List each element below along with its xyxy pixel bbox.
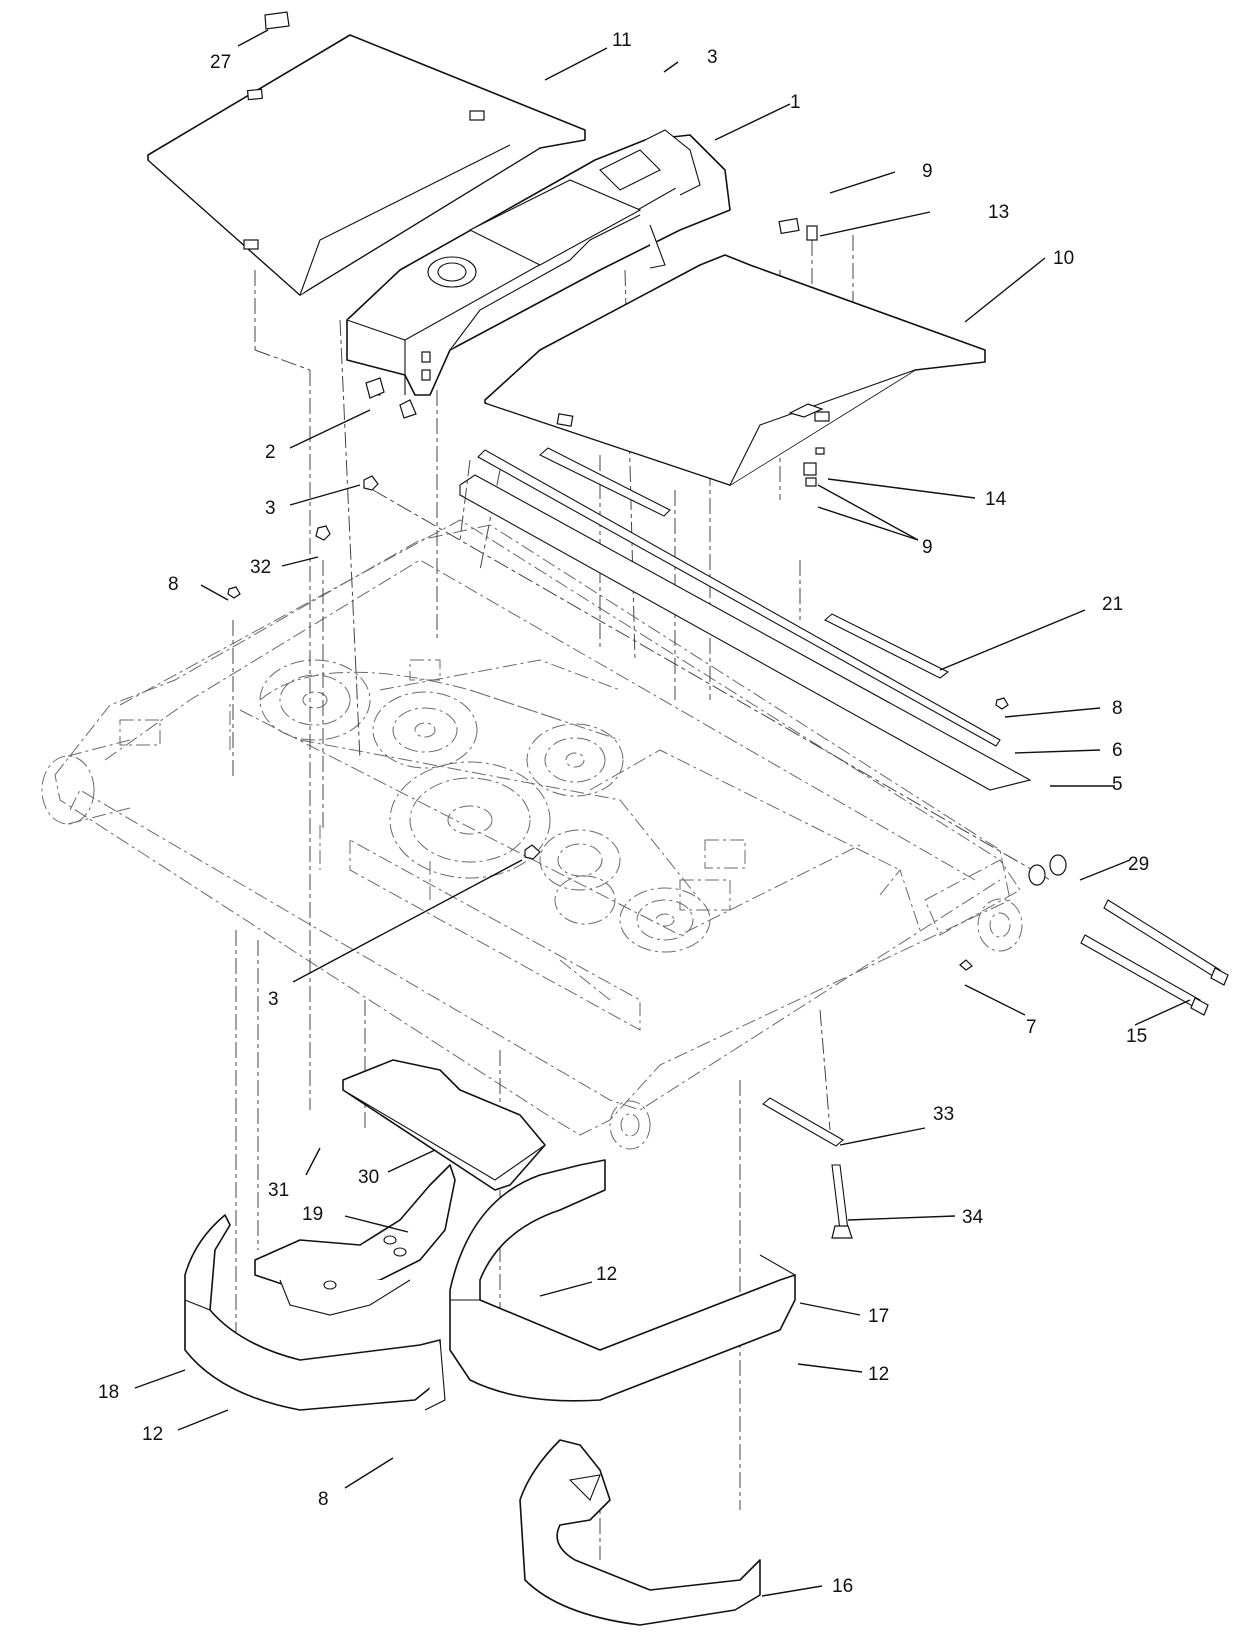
- callout-5: 5: [1112, 774, 1123, 795]
- callout-21: 21: [1102, 594, 1123, 615]
- right-belt-shield-17: [449, 1159, 796, 1402]
- callout-13: 13: [988, 202, 1009, 223]
- hardware-9-13-14: [803, 225, 825, 487]
- callout-12-right: 12: [868, 1364, 889, 1385]
- callout-34: 34: [962, 1207, 984, 1228]
- callout-12-mid: 12: [596, 1264, 617, 1285]
- callout-31: 31: [268, 1180, 289, 1201]
- callout-30: 30: [358, 1167, 379, 1188]
- left-cover-11: [147, 11, 586, 296]
- pins-2: [365, 377, 417, 419]
- callout-19: 19: [302, 1204, 323, 1225]
- bottom-shield-16: [519, 1439, 761, 1626]
- callout-27: 27: [210, 52, 231, 73]
- callout-3-lower: 3: [268, 989, 279, 1010]
- callout-1: 1: [790, 92, 801, 113]
- callout-9-top: 9: [922, 161, 933, 182]
- baffle-strips-5-6-21: [459, 447, 1032, 791]
- callout-16: 16: [832, 1576, 853, 1597]
- left-belt-shield-18: [184, 1214, 446, 1411]
- deck-hardware: [227, 475, 1067, 971]
- callout-11: 11: [612, 30, 632, 51]
- callout-8-left: 8: [168, 574, 179, 595]
- assembly-centerlines: [232, 235, 1051, 1560]
- callout-3-top: 3: [707, 47, 718, 68]
- callout-6: 6: [1112, 740, 1123, 761]
- callout-8-right: 8: [1112, 698, 1123, 719]
- callout-29: 29: [1128, 854, 1149, 875]
- callout-9-mid: 9: [922, 537, 933, 558]
- callout-12-left: 12: [142, 1424, 163, 1445]
- inner-shield-19: [254, 1164, 456, 1316]
- long-bolts-15: [1080, 899, 1229, 1016]
- deck-frame-phantom: [41, 519, 1023, 1150]
- callout-10: 10: [1053, 248, 1074, 269]
- callout-3-mid: 3: [265, 498, 276, 519]
- callout-7: 7: [1026, 1017, 1037, 1038]
- callout-15: 15: [1126, 1026, 1147, 1047]
- center-frame-1: [346, 129, 731, 396]
- callout-14: 14: [985, 489, 1007, 510]
- right-cover-10: [484, 217, 986, 486]
- callout-33: 33: [933, 1104, 954, 1125]
- callout-labels: 27 11 3 1 9 13 10 2 3 14 9 32 8 21 8 6 5…: [98, 30, 1149, 1597]
- callout-18: 18: [98, 1382, 119, 1403]
- callout-2: 2: [265, 442, 276, 463]
- callout-32: 32: [250, 557, 271, 578]
- callout-leaders: [134, 29, 1191, 1597]
- callout-8-bottom: 8: [318, 1489, 329, 1510]
- callout-17: 17: [868, 1306, 889, 1327]
- strap-33-and-bolt-34: [762, 1097, 853, 1239]
- lower-bracket-30: [342, 1059, 546, 1191]
